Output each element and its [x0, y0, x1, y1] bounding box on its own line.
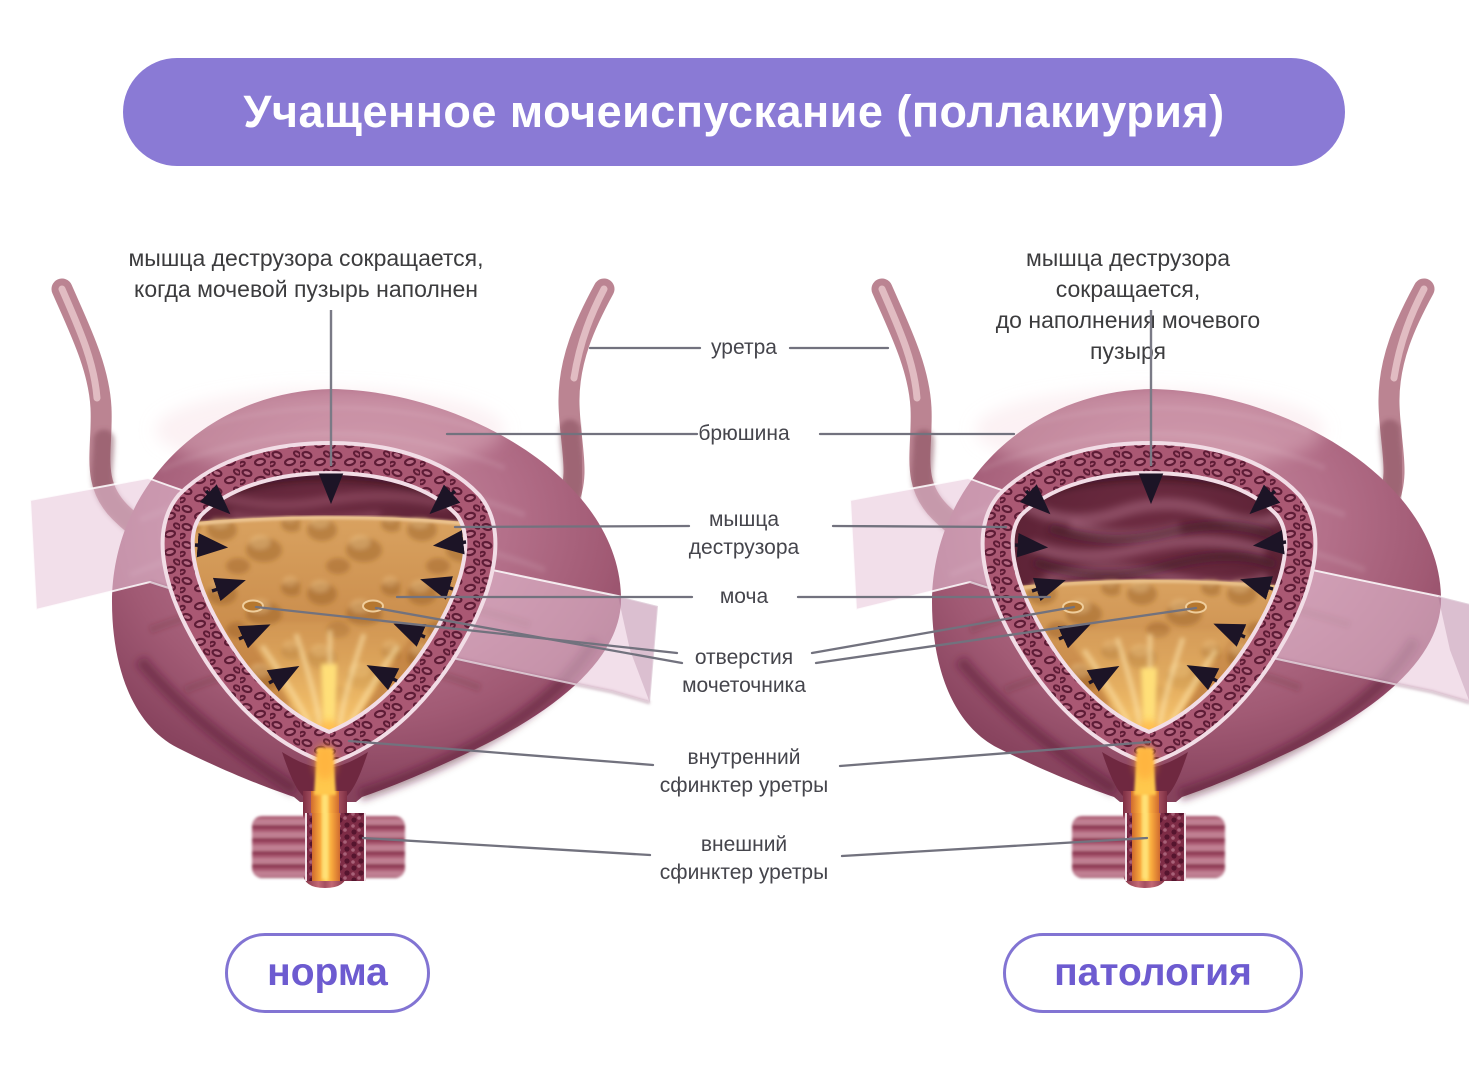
page-title: Учащенное мочеиспускание (поллакиурия): [243, 86, 1225, 137]
bladder-normal: [30, 289, 658, 888]
label-ureter-openings: отверстия мочеточника: [682, 646, 806, 697]
badge-normal: норма: [225, 933, 430, 1013]
title-banner: Учащенное мочеиспускание (поллакиурия): [123, 58, 1345, 166]
label-detrusor-muscle: мышца деструзора: [688, 508, 800, 559]
leader-lines: [254, 346, 1198, 858]
label-peritoneum: брюшина: [698, 422, 790, 445]
label-urine: моча: [719, 585, 769, 608]
caption-normal: мышца деструзора сокращается, когда моче…: [128, 245, 484, 302]
label-external-sphincter: внешний сфинктер уретры: [659, 833, 829, 884]
caption-pathology: мышца деструзора сокращается, до наполне…: [995, 245, 1261, 364]
label-internal-sphincter: внутренний сфинктер уретры: [659, 746, 829, 797]
badge-pathology: патология: [1003, 933, 1303, 1013]
bladder-pathology: [850, 289, 1469, 888]
label-urethra: уретра: [711, 336, 777, 359]
